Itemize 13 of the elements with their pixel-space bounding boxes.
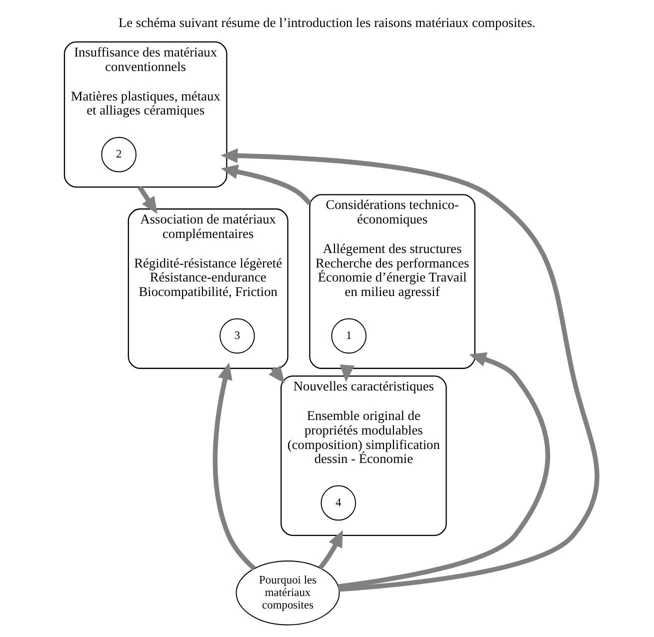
arrow [220,164,312,205]
node-circle: 2 [101,136,137,172]
node-circle: 4 [320,485,356,521]
arrow [212,362,256,570]
node-circle: 3 [220,318,255,354]
arrow [340,364,355,382]
diagram-title: Le schéma suivant résume de l’introduction les raisons matériaux composites. [118,14,536,30]
node-circle: 1 [331,318,367,354]
arrow [220,148,600,592]
arrow [338,352,550,589]
node-ellipse: Pourquoi les matériaux composites [236,560,340,626]
arrow [318,530,343,570]
arrow [138,186,158,214]
